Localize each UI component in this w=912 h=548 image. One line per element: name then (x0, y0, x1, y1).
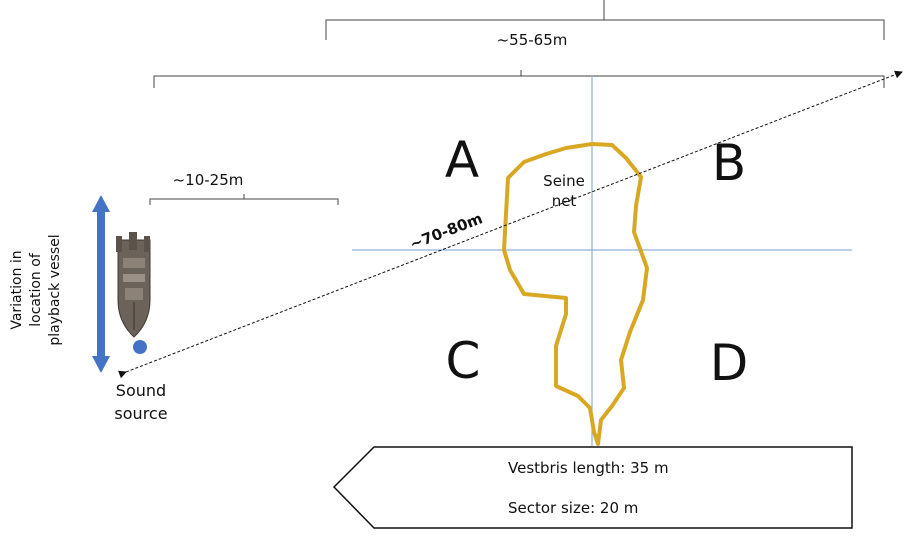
sector-size-text: Sector size: 20 m (508, 499, 638, 517)
sector-c-label: C (446, 332, 481, 390)
sector-d-label: D (710, 334, 749, 392)
vessel-info-box (332, 446, 853, 529)
sound-source-label-line1: Sound (116, 381, 166, 400)
offset-label: ~10-25m (173, 171, 244, 189)
top-dimension-brace (325, 0, 885, 40)
seine-net-label-line1: Seine (543, 172, 585, 190)
seine-net-label-line2: net (552, 192, 577, 210)
sector-a-label: A (445, 131, 479, 189)
offset-dimension-brace (149, 194, 339, 205)
playback-vessel-image (116, 232, 151, 338)
top-span-label: ~55-65m (497, 31, 568, 49)
second-dimension-brace (153, 70, 885, 88)
diagonal-distance-arrow (118, 70, 903, 379)
sound-source-marker (133, 340, 147, 354)
location-variation-arrow (92, 195, 110, 373)
diagonal-distance-label: ~70-80m (407, 209, 485, 253)
sector-b-label: B (712, 134, 746, 192)
vessel-label-line1: Variation in (9, 250, 25, 329)
vessel-variation-label: Variation in location of playback vessel (9, 234, 63, 345)
vessel-length-text: Vestbris length: 35 m (508, 459, 669, 477)
vessel-label-line2: location of (28, 252, 44, 327)
vessel-label-line3: playback vessel (47, 234, 63, 345)
sound-source-label-line2: source (114, 404, 167, 423)
